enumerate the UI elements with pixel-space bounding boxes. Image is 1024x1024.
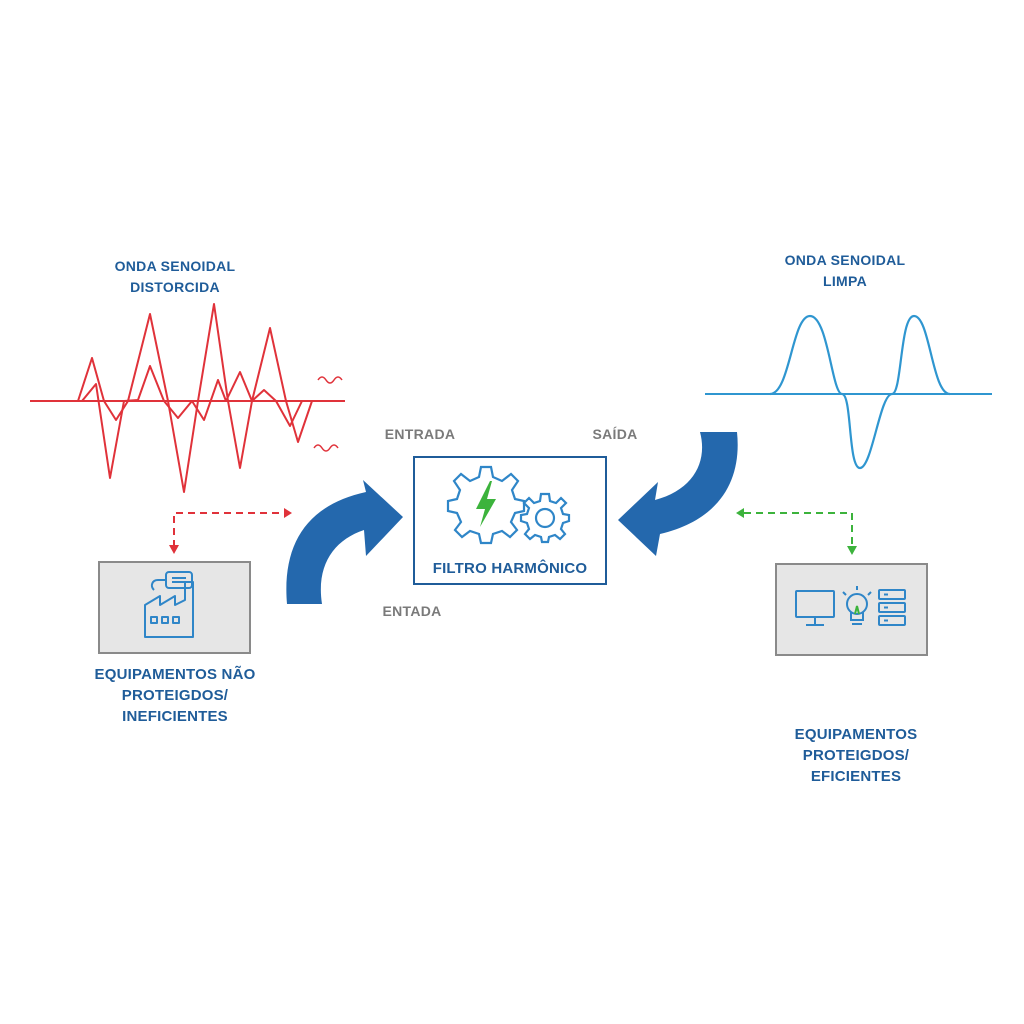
distorted-wave-line-2 (81, 365, 318, 479)
right-connector (736, 508, 857, 555)
factory-icon (144, 571, 194, 638)
gear-lightning-icon (446, 465, 526, 545)
distorted-wave-line-1 (77, 303, 313, 493)
output-arrow-icon (618, 432, 738, 556)
server-icon (878, 589, 906, 626)
gear-icon (519, 492, 571, 544)
input-label-top: ENTRADA (384, 426, 456, 442)
right-equipment-title: EQUIPAMENTOS PROTEIGDOS/ EFICIENTES (794, 726, 918, 785)
left-equipment-box (98, 561, 251, 654)
clean-wave-line (769, 314, 951, 470)
input-label-bottom: ENTADA (382, 603, 442, 619)
output-label: SAÍDA (592, 426, 638, 442)
distorted-wave-title: ONDA SENOIDAL DISTORCIDA (114, 258, 236, 295)
lightbulb-icon (842, 586, 872, 625)
clean-wave (705, 314, 992, 470)
right-equipment-box (775, 563, 928, 656)
noise-squiggle-icon (313, 444, 339, 452)
left-equipment-title: EQUIPAMENTOS NÃO PROTEIGDOS/ INEFICIENTE… (94, 666, 256, 725)
noise-squiggle-icon (317, 376, 343, 384)
distorted-wave (30, 303, 345, 493)
clean-wave-title: ONDA SENOIDAL LIMPA (784, 252, 906, 289)
left-connector (169, 508, 292, 554)
filter-label: FILTRO HARMÔNICO (432, 560, 588, 577)
monitor-icon (795, 590, 835, 626)
input-arrow-icon (286, 480, 403, 604)
filter-box (413, 456, 607, 585)
